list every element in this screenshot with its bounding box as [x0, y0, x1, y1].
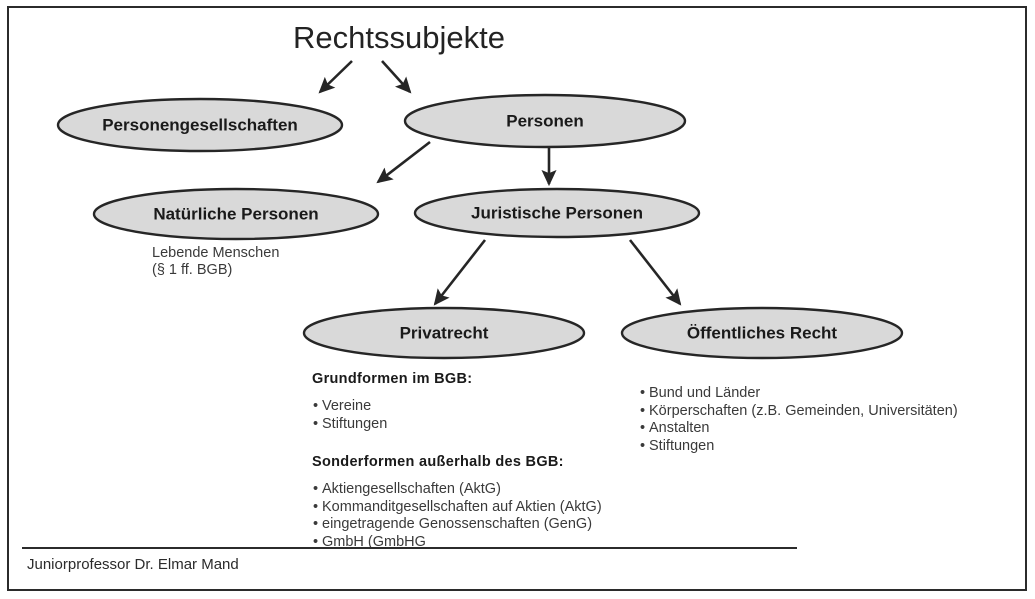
- caption-line-1: Lebende Menschen: [152, 245, 280, 261]
- list-item: Aktiengesellschaften (AktG): [313, 481, 602, 499]
- privatrecht-heading-grundformen: Grundformen im BGB:: [312, 371, 473, 387]
- list-item: Anstalten: [640, 420, 958, 438]
- list-item: GmbH (GmbHG: [313, 534, 602, 552]
- list-item: Kommanditgesellschaften auf Aktien (AktG…: [313, 499, 602, 517]
- caption-natuerliche-personen: Lebende Menschen (§ 1 ff. BGB): [152, 245, 279, 279]
- privatrecht-list-grundformen: VereineStiftungen: [313, 398, 387, 433]
- privatrecht-heading-sonderformen: Sonderformen außerhalb des BGB:: [312, 454, 564, 470]
- footer-author: Juniorprofessor Dr. Elmar Mand: [27, 556, 239, 573]
- list-item: Körperschaften (z.B. Gemeinden, Universi…: [640, 403, 958, 421]
- caption-line-2: (§ 1 ff. BGB): [152, 262, 233, 278]
- page-title: Rechtssubjekte: [293, 20, 505, 55]
- list-item: eingetragende Genossenschaften (GenG): [313, 516, 602, 534]
- footer-divider: [22, 547, 797, 549]
- privatrecht-list-sonderformen: Aktiengesellschaften (AktG)Kommanditgese…: [313, 481, 602, 551]
- list-item: Stiftungen: [313, 416, 387, 434]
- list-item: Vereine: [313, 398, 387, 416]
- oeffentliches-recht-list: Bund und LänderKörperschaften (z.B. Geme…: [640, 385, 958, 455]
- list-item: Bund und Länder: [640, 385, 958, 403]
- list-item: Stiftungen: [640, 438, 958, 456]
